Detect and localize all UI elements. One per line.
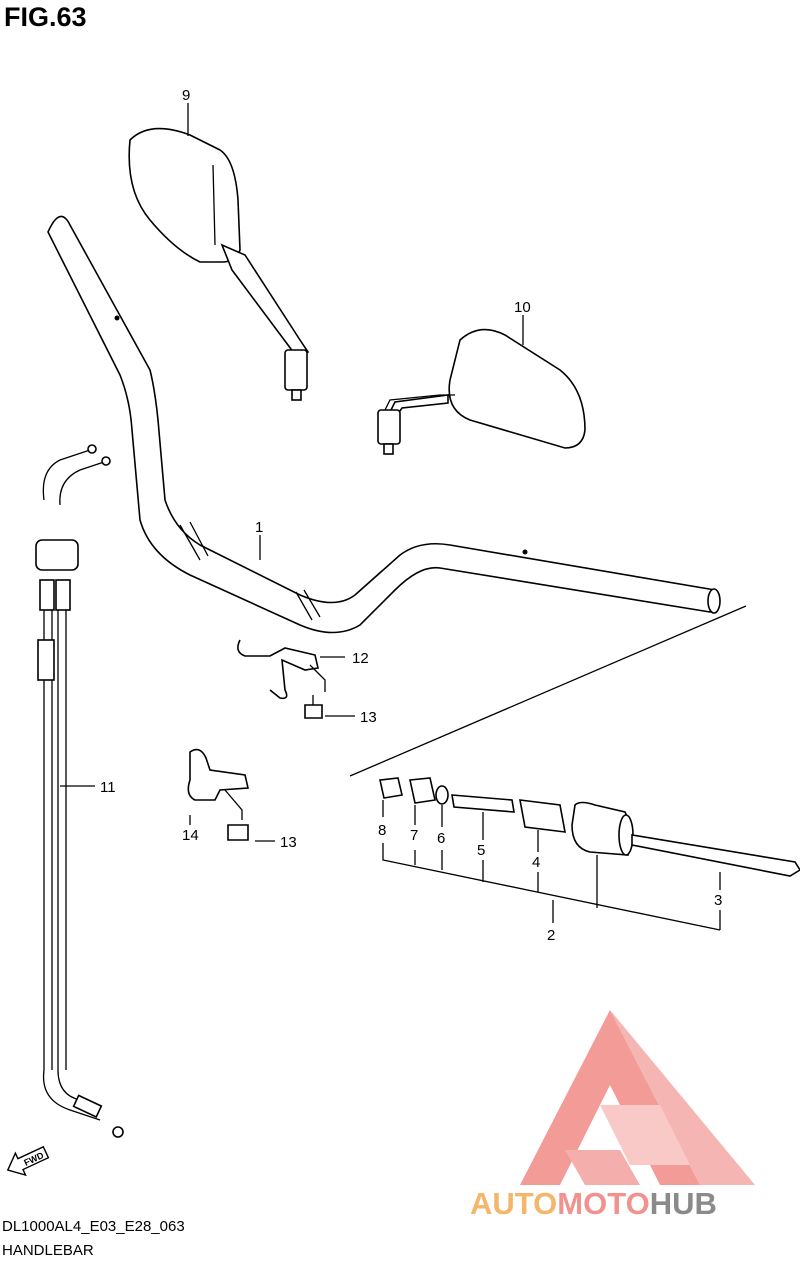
callout-14: 14 — [182, 827, 199, 844]
leader-lines — [187, 103, 721, 931]
callout-12: 12 — [352, 650, 369, 667]
callout-6: 6 — [437, 830, 445, 847]
callout-4: 4 — [532, 854, 540, 871]
callout-13-upper: 13 — [360, 709, 377, 726]
figure-title: FIG.63 — [4, 2, 87, 32]
callout-8: 8 — [378, 822, 386, 839]
callout-11: 11 — [100, 779, 116, 796]
balancer-assembly — [349, 605, 800, 877]
mirror-right-part — [377, 328, 586, 455]
watermark-moto: MOTO — [557, 1186, 649, 1221]
callout-9: 9 — [182, 87, 190, 104]
clamp-lower-part — [187, 748, 249, 841]
watermark-text: AUTOMOTOHUB — [470, 1186, 717, 1221]
throttle-cable-part — [35, 444, 124, 1138]
diagram-name: HANDLEBAR — [2, 1242, 94, 1259]
watermark-logo-icon — [520, 1010, 755, 1185]
diagram-code: DL1000AL4_E03_E28_063 — [2, 1218, 185, 1235]
callout-3: 3 — [714, 892, 722, 909]
callout-10: 10 — [514, 299, 531, 316]
callout-5: 5 — [477, 842, 485, 859]
callout-7: 7 — [410, 827, 418, 844]
handlebar-part — [47, 215, 721, 634]
watermark-hub: HUB — [650, 1186, 717, 1221]
mirror-left-part — [128, 127, 310, 401]
callout-13-lower: 13 — [280, 834, 297, 851]
callout-2: 2 — [547, 927, 555, 944]
clamp-upper-part — [237, 639, 326, 719]
callout-1: 1 — [255, 519, 263, 536]
fwd-arrow-icon: FWD — [6, 1145, 50, 1177]
watermark-auto: AUTO — [470, 1186, 557, 1221]
